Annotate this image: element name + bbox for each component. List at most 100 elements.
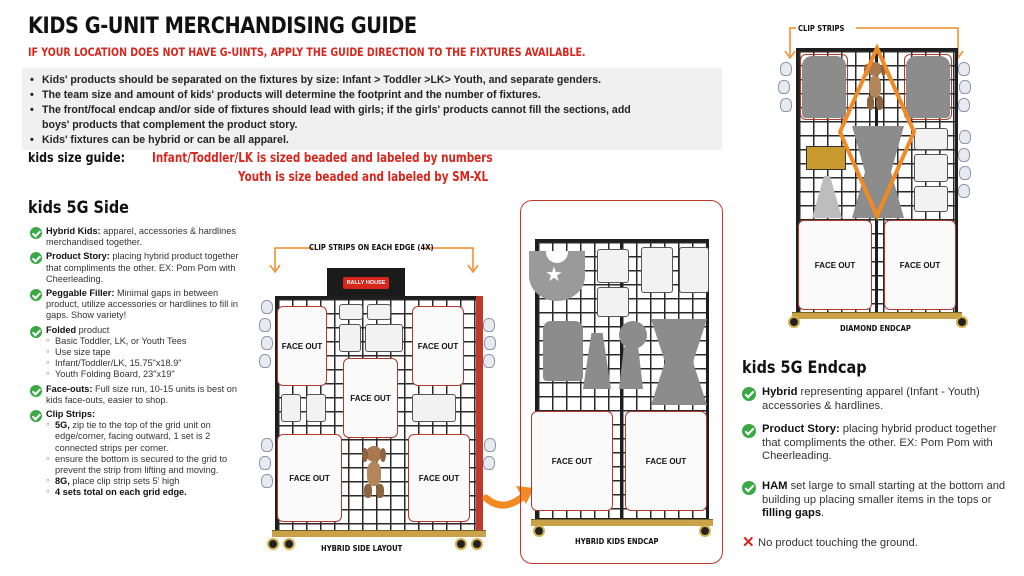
plush-icon	[780, 98, 792, 112]
size-guide-line-1: Infant/Toddler/LK is sized beaded and la…	[152, 151, 493, 166]
plush-icon	[261, 474, 273, 488]
sub-item: Infant/Toddler/LK, 15.75"x18.9"	[46, 358, 252, 369]
guideline-item: Hybrid representing apparel (Infant - Yo…	[742, 386, 1012, 413]
faceout-panel: FACE OUT	[408, 434, 470, 522]
check-icon	[30, 410, 42, 423]
wheel-icon	[267, 538, 279, 550]
faceout-panel: FACE OUT	[277, 306, 327, 386]
product-package	[641, 247, 673, 293]
plush-icon	[261, 438, 273, 452]
wheel-icon	[533, 525, 545, 537]
faceout-panel: FACE OUT	[625, 411, 707, 511]
fixture-base	[792, 312, 962, 319]
plush-icon	[259, 456, 271, 470]
diamond-callout-label: CLIP STRIPS	[798, 24, 845, 33]
baby-bib-icon: ★	[529, 251, 585, 301]
product-package	[914, 186, 948, 212]
fixture-base	[531, 519, 713, 526]
product-package	[365, 324, 403, 352]
plush-icon	[483, 456, 495, 470]
garment-icon	[619, 321, 647, 349]
product-package	[412, 394, 456, 422]
plush-icon	[261, 336, 273, 350]
faceout-panel: FACE OUT	[277, 434, 342, 522]
sign-logo: RALLY HOUSE	[342, 277, 390, 289]
check-icon	[30, 384, 42, 397]
product-package	[339, 324, 361, 352]
endcap-caption: HYBRID KIDS ENDCAP	[575, 537, 659, 546]
product-package	[914, 128, 948, 150]
diamond-outline	[837, 44, 917, 220]
check-icon	[30, 289, 42, 302]
product-package	[306, 394, 326, 422]
endcap-guidelines: Hybrid representing apparel (Infant - Yo…	[742, 386, 1012, 560]
check-icon	[742, 387, 756, 401]
guideline-item: Product Story: placing hybrid product to…	[30, 251, 252, 285]
guideline-item: HAM set large to small starting at the b…	[742, 480, 1012, 521]
fixture-base	[272, 530, 486, 537]
wheel-icon	[788, 316, 800, 328]
guideline-item: Product Story: placing hybrid product to…	[742, 423, 1012, 464]
x-mark-icon: ✕	[742, 533, 755, 551]
sub-item: 5G, zip tie to the top of the grid unit …	[46, 420, 252, 454]
plush-icon	[959, 80, 971, 94]
product-package	[914, 154, 948, 182]
bullet-item: The front/focal endcap and/or side of fi…	[30, 103, 714, 118]
plush-icon	[959, 166, 971, 180]
wheel-icon	[283, 538, 295, 550]
garment-icon	[619, 347, 643, 389]
plush-icon	[959, 130, 971, 144]
product-package	[597, 287, 629, 317]
sub-item: Basic Toddler, LK, or Youth Tees	[46, 336, 252, 347]
faceout-panel: FACE OUT	[884, 220, 956, 310]
plush-icon	[958, 98, 970, 112]
bullet-item: Kids' fixtures can be hybrid or can be a…	[30, 133, 714, 148]
onesie-icon	[802, 56, 846, 118]
hybrid-kids-endcap-diagram: ★ FACE OUT FACE OUT HYBRID KIDS ENDCAP	[520, 200, 723, 564]
plush-icon	[780, 62, 792, 76]
check-icon	[30, 252, 42, 265]
diamond-endcap-diagram: CLIP STRIPS FACE OUT FACE OUT DIAMOND EN…	[776, 10, 972, 340]
plush-icon	[484, 438, 496, 452]
faceout-panel: FACE OUT	[412, 306, 464, 386]
plush-icon	[958, 184, 970, 198]
side-guidelines: Hybrid Kids: apparel, accessories & hard…	[30, 226, 252, 502]
hybrid-side-layout-diagram: CLIP STRIPS ON EACH EDGE (4X) RALLY HOUS…	[255, 238, 496, 558]
product-package	[806, 146, 846, 170]
plush-icon	[483, 318, 495, 332]
check-icon	[742, 424, 756, 439]
plush-icon	[259, 318, 271, 332]
sub-item: ensure the bottom is secured to the grid…	[46, 454, 252, 476]
size-guide-line-2: Youth is size beaded and labeled by SM-X…	[238, 170, 489, 185]
guideline-item: Hybrid Kids: apparel, accessories & hard…	[30, 226, 252, 248]
end-rail	[476, 296, 483, 536]
diamond-caption: DIAMOND ENDCAP	[840, 324, 911, 333]
callout-bracket	[269, 247, 479, 274]
onesie-icon	[906, 56, 950, 118]
plush-icon	[778, 80, 790, 94]
wheel-icon	[956, 316, 968, 328]
check-icon	[30, 325, 42, 338]
sub-item: Youth Folding Board, 23"x19"	[46, 369, 252, 380]
page-title: KIDS G-UNIT MERCHANDISING GUIDE	[28, 14, 417, 39]
plush-icon	[261, 300, 273, 314]
plush-icon	[958, 62, 970, 76]
plush-icon	[484, 336, 496, 350]
guideline-item: ✕ No product touching the ground.	[742, 533, 918, 551]
faceout-panel: FACE OUT	[343, 358, 398, 438]
plush-icon	[958, 148, 970, 162]
product-package	[597, 249, 629, 283]
side-callout-label: CLIP STRIPS ON EACH EDGE (4X)	[309, 243, 434, 252]
sub-item: Use size tape	[46, 347, 252, 358]
sub-item: 4 sets total on each grid edge.	[46, 487, 252, 498]
side-layout-caption: HYBRID SIDE LAYOUT	[321, 544, 403, 553]
rally-house-sign: RALLY HOUSE	[327, 268, 405, 298]
plush-icon	[483, 354, 495, 368]
endcap-section-title: kids 5G Endcap	[742, 358, 867, 378]
plush-bear-icon	[361, 446, 387, 502]
size-guide-label: kids size guide:	[28, 151, 126, 166]
guideline-item: Face-outs: Full size run, 10-15 units is…	[30, 384, 252, 406]
faceout-panel: FACE OUT	[531, 411, 613, 511]
sub-item: 8G, place clip strip sets 5' high	[46, 476, 252, 487]
intro-bullets: Kids' products should be separated on th…	[22, 68, 722, 150]
